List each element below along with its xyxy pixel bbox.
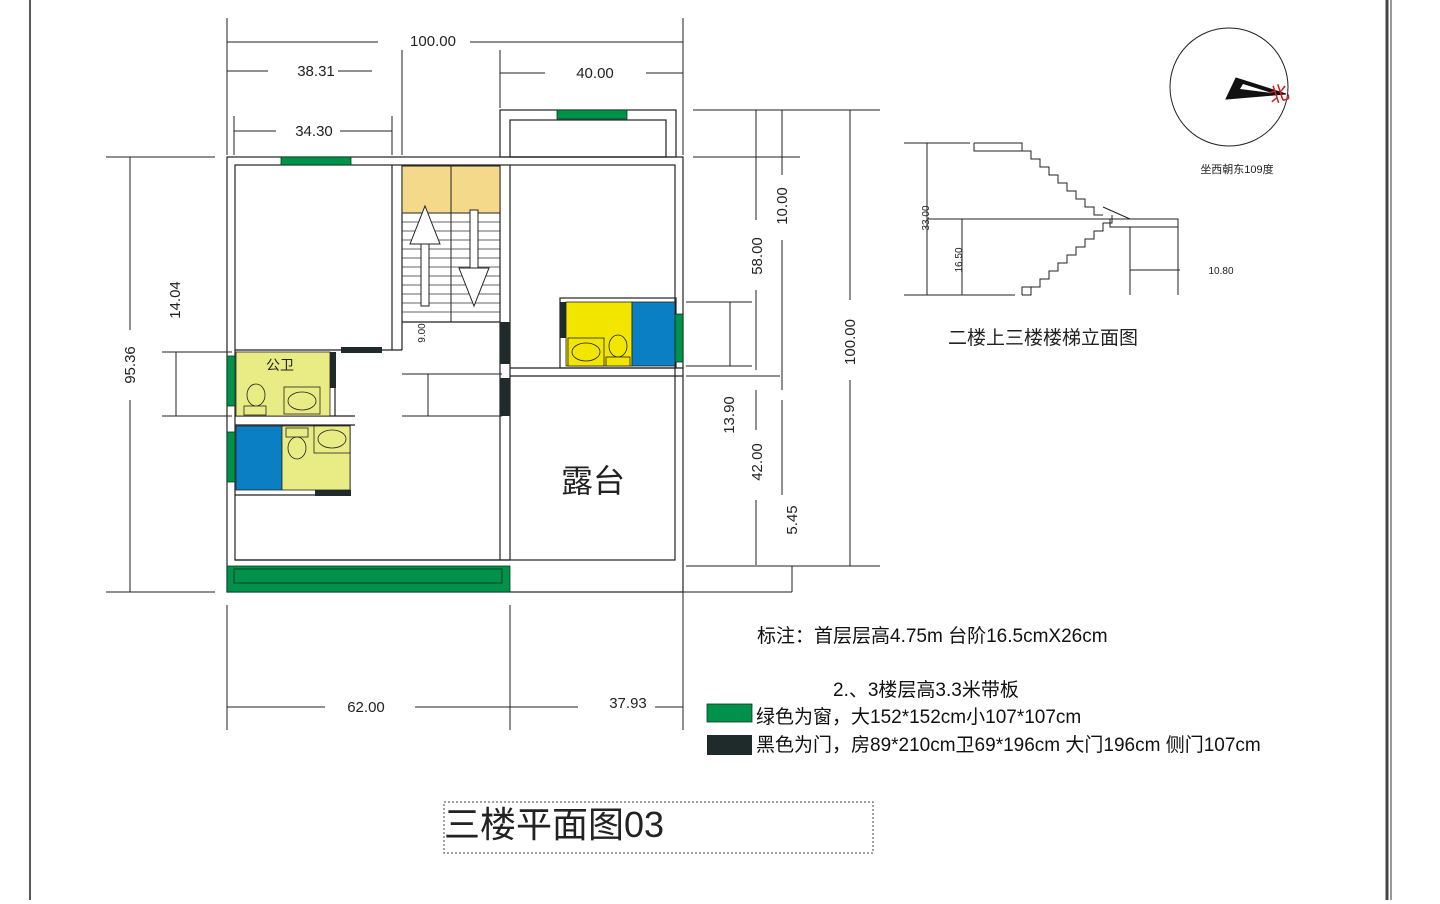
door-stair-right: [500, 322, 510, 364]
stair-dimension: 9.00: [417, 323, 428, 343]
dim-top-total: 100.00: [410, 33, 456, 50]
window-top-right: [556, 109, 628, 120]
note-line-2: 2.、3楼层高3.3米带板: [833, 679, 1019, 701]
stair-elevation-title: 二楼上三楼楼梯立面图: [948, 327, 1138, 349]
elevation-dim-right: 10.80: [1208, 266, 1233, 277]
legend-window-text: 绿色为窗，大152*152cm小107*107cm: [756, 706, 1081, 728]
windows: [226, 109, 684, 593]
elevation-dim-tall: 33.00: [921, 205, 932, 230]
terrace-label: 露台: [561, 463, 625, 499]
elevation-dim-short: 16.50: [954, 247, 965, 272]
dim-left-total: 95.36: [122, 346, 139, 384]
dim-right-b: 58.00: [749, 237, 766, 275]
stair-elevation: [904, 142, 1180, 296]
toilet-fixtures-2: [285, 425, 351, 460]
legend-door-text: 黑色为门，房89*210cm卫69*196cm 大门196cm 侧门107cm: [756, 734, 1261, 756]
dim-right-e: 5.45: [784, 505, 801, 534]
dim-right-d: 42.00: [749, 443, 766, 481]
dim-bottom-left: 62.00: [347, 699, 385, 716]
dim-right-c: 13.90: [721, 396, 738, 434]
dim-top-right: 40.00: [576, 65, 614, 82]
window-bottom: [226, 565, 511, 593]
shower-right: [631, 301, 676, 367]
compass-orientation-label: 坐西朝东109度: [1200, 162, 1273, 176]
compass: 北 坐西朝东109度: [1169, 27, 1292, 176]
shower-left: [235, 425, 283, 491]
legend-door-swatch: [707, 735, 752, 755]
window-right-bath: [674, 313, 684, 363]
bath-fixtures-right: [567, 334, 631, 367]
window-toilet-2: [226, 431, 236, 483]
door-toilet-2: [315, 490, 351, 496]
note-line-1: 标注：首层层高4.75m 台阶16.5cmX26cm: [757, 625, 1108, 647]
dim-right-a: 10.00: [774, 187, 791, 225]
door-toilet-1: [330, 352, 336, 388]
door-bedroom: [341, 347, 382, 353]
dim-top-left-a: 38.31: [297, 63, 335, 80]
dim-bottom-right: 37.93: [609, 695, 647, 712]
toilet-fixtures-1: [243, 383, 321, 416]
dimension-lines: [106, 18, 880, 730]
doors: [315, 302, 566, 496]
stair-arrows: [409, 204, 490, 308]
plan-title: 三楼平面图03: [444, 804, 664, 845]
dim-left-sub: 14.04: [167, 281, 184, 319]
dim-right-total: 100.00: [842, 319, 859, 365]
public-toilet-label: 公卫: [266, 357, 294, 373]
door-terrace: [500, 378, 510, 416]
dim-top-left-b: 34.30: [295, 123, 333, 140]
window-top-left: [280, 156, 352, 166]
legend-window-swatch: [706, 703, 753, 723]
window-toilet-1: [226, 355, 236, 407]
door-right-bath: [560, 302, 566, 338]
